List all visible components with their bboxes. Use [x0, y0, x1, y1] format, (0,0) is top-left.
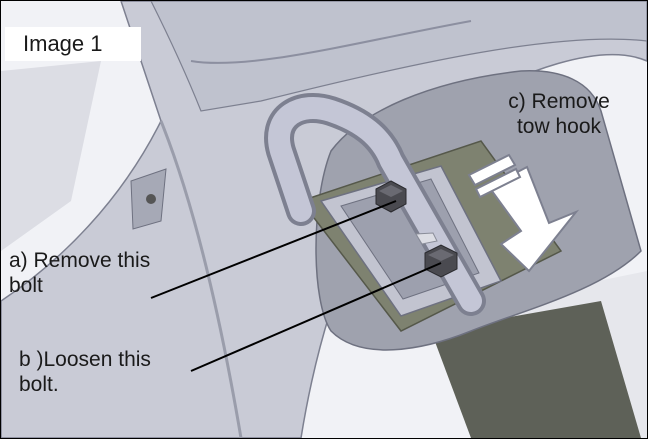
image-label: Image 1: [23, 31, 103, 56]
callout-b-line-1: b )Loosen this: [19, 348, 151, 371]
upper-fascia: [150, 1, 647, 112]
bolt-a: [375, 180, 407, 213]
callout-a: a) Remove this bolt: [9, 248, 150, 298]
panel-edge-shadow: [159, 120, 243, 438]
bolt-b: [415, 232, 458, 278]
side-bracket-hole: [146, 194, 156, 204]
remove-arrow: [467, 153, 580, 273]
callout-b-line-2: bolt.: [19, 373, 59, 396]
callout-a-line-1: a) Remove this: [9, 249, 151, 272]
callout-c-line-1: c) Remove: [508, 90, 610, 113]
callout-b: b )Loosen this bolt.: [19, 347, 151, 397]
callout-c-line-2: tow hook: [516, 115, 602, 138]
callout-c: c) Remove tow hook: [469, 89, 647, 139]
leader-line-b: [190, 262, 442, 372]
fascia-groove: [190, 20, 472, 64]
leader-line-a: [150, 200, 397, 299]
callout-a-line-2: bolt: [9, 274, 43, 297]
left-side-panel: [1, 61, 101, 251]
tow-hook-highlight: [268, 97, 482, 312]
image-label-box: Image 1: [5, 27, 141, 61]
bottom-dark-panel: [431, 301, 641, 438]
